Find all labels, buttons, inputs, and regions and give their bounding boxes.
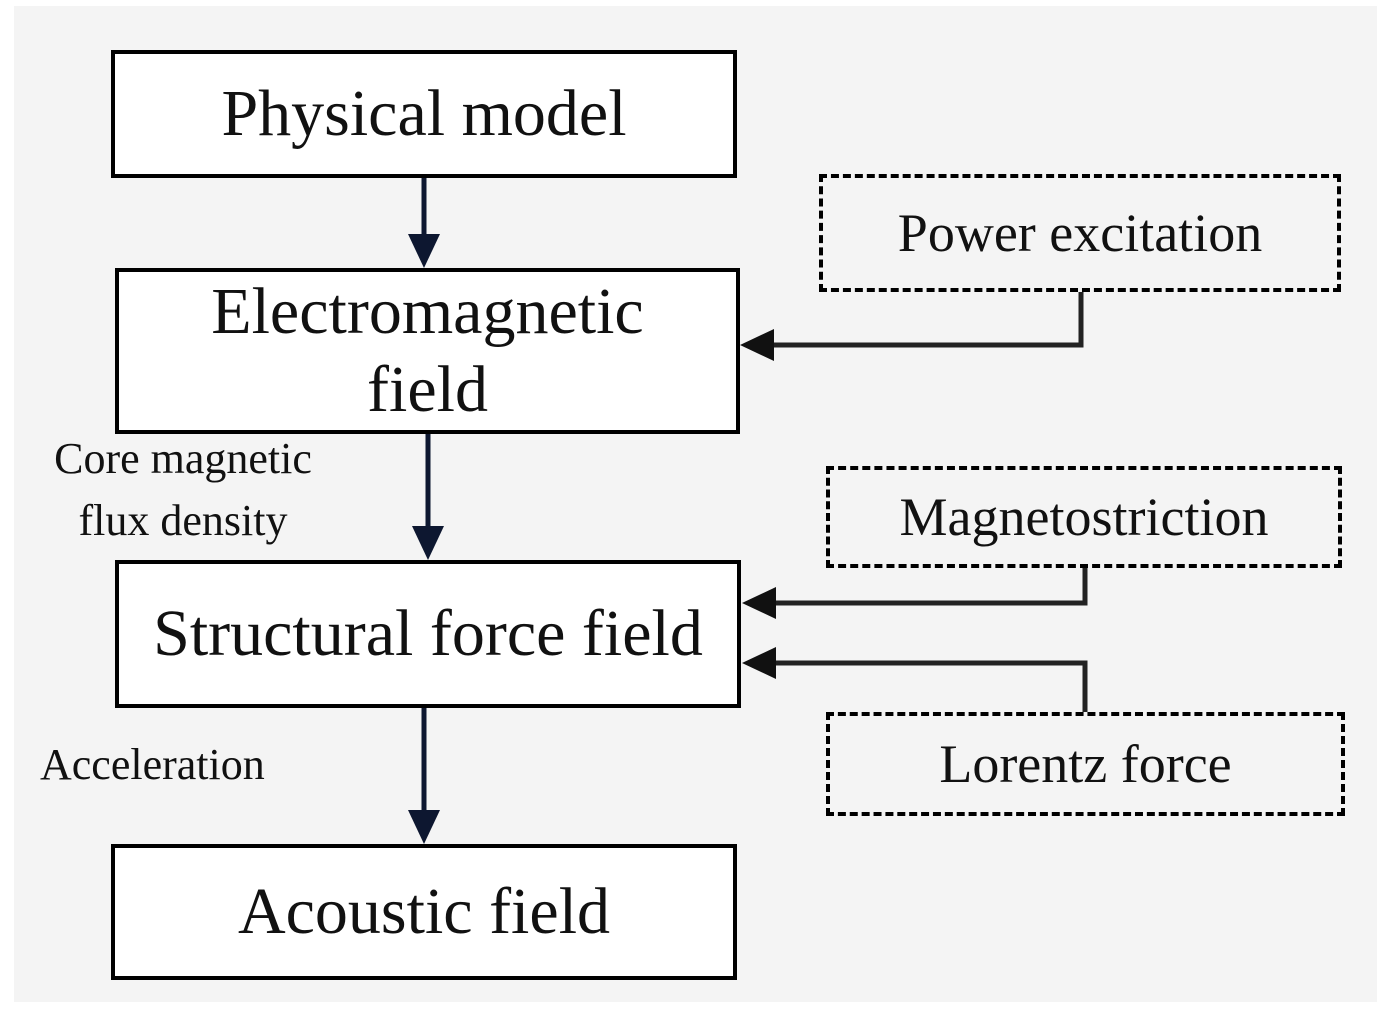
- node-physical-model-label: Physical model: [221, 77, 627, 150]
- arrow-power-to-electromagnetic: [770, 292, 1084, 348]
- node-acoustic-field: Acoustic field: [111, 844, 737, 980]
- arrowhead-lorentz-to-structural: [742, 647, 776, 679]
- node-power-excitation-label: Power excitation: [897, 203, 1263, 263]
- arrowhead-physical-to-electromagnetic: [408, 234, 440, 268]
- arrowhead-power-to-electromagnetic: [740, 329, 774, 361]
- edge-label-acceleration-text: Acceleration: [40, 740, 265, 789]
- edge-label-core-magnetic-line1: Core magnetic: [54, 434, 312, 483]
- arrowhead-structural-to-acoustic: [408, 810, 440, 844]
- node-lorentz-force-label: Lorentz force: [939, 734, 1232, 794]
- arrow-lorentz-to-structural: [772, 660, 1088, 712]
- node-acoustic-field-label: Acoustic field: [237, 875, 611, 948]
- node-power-excitation: Power excitation: [819, 174, 1341, 292]
- arrowhead-electromagnetic-to-structural: [412, 526, 444, 560]
- node-lorentz-force: Lorentz force: [826, 712, 1345, 816]
- edge-label-acceleration: Acceleration: [40, 734, 330, 796]
- node-structural-force-field: Structural force field: [115, 560, 741, 708]
- edge-label-core-magnetic-flux: Core magnetic flux density: [18, 428, 348, 552]
- node-magnetostriction: Magnetostriction: [826, 466, 1342, 568]
- node-magnetostriction-label: Magnetostriction: [899, 487, 1269, 547]
- arrowhead-magnetostriction-to-structural: [742, 587, 776, 619]
- node-physical-model: Physical model: [111, 50, 737, 178]
- node-structural-force-field-label: Structural force field: [153, 597, 703, 670]
- node-electromagnetic-field-label: Electromagnetic field: [211, 275, 644, 426]
- arrow-magnetostriction-to-structural: [772, 568, 1088, 606]
- node-electromagnetic-field: Electromagnetic field: [115, 268, 740, 434]
- edge-label-core-magnetic-line2: flux density: [78, 496, 288, 545]
